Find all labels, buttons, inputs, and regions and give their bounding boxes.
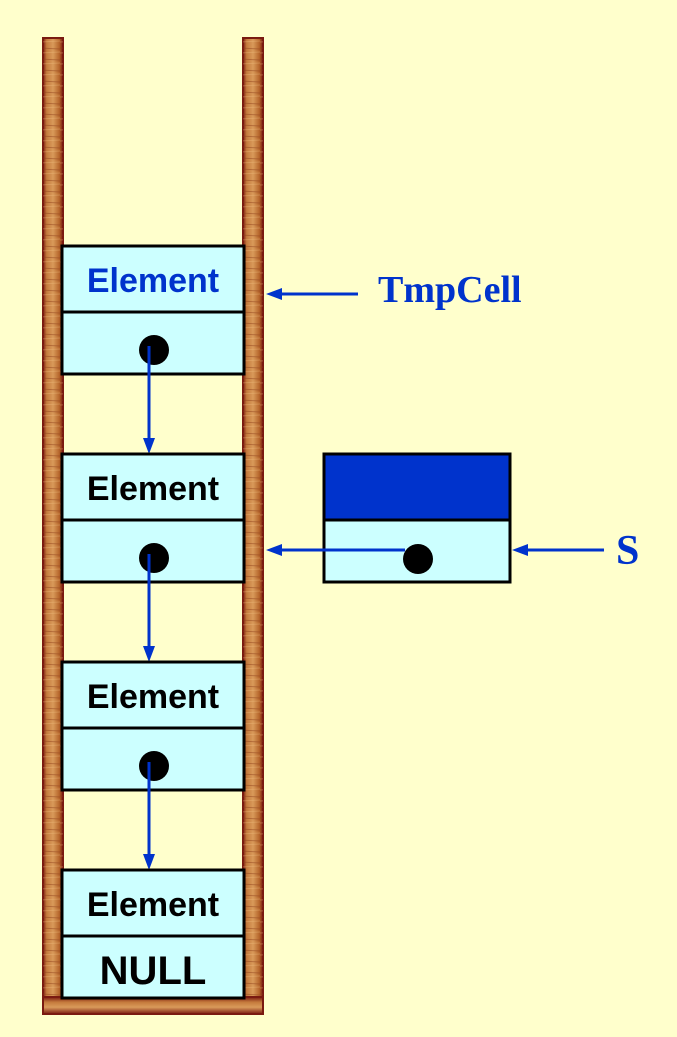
cell-element-slot [60, 660, 246, 730]
stack-cell: Element [60, 660, 246, 870]
stack-tube [42, 37, 264, 1015]
cell-element-slot [60, 868, 246, 938]
cell-element-label: Element [87, 886, 219, 924]
pointer-dot-icon [139, 751, 169, 781]
pointer-dot-icon [139, 543, 169, 573]
cell-next-slot [60, 934, 246, 1000]
arrow-down-icon [143, 438, 155, 454]
pointer-dot-icon [403, 544, 433, 574]
s-label: S [616, 528, 639, 574]
stack-cell: Element [60, 244, 246, 454]
arrow-left-icon [512, 544, 528, 556]
cell-element-label: Element [87, 262, 219, 300]
null-label: NULL [100, 949, 207, 993]
tmpcell-label: TmpCell [378, 269, 522, 311]
arrow-left-icon [266, 544, 282, 556]
tube-bottom [42, 996, 264, 1015]
s-pointer: S [512, 528, 639, 574]
arrow-left-icon [266, 288, 282, 300]
cell-element-label: Element [87, 470, 219, 508]
new-cell-element-slot [322, 452, 512, 522]
tmpcell-pointer: TmpCell [266, 269, 522, 311]
arrow-down-icon [143, 854, 155, 870]
stack-cell: Element [60, 452, 246, 662]
new-cell [266, 452, 512, 584]
pointer-dot-icon [139, 335, 169, 365]
cell-element-label: Element [87, 678, 219, 716]
arrow-down-icon [143, 646, 155, 662]
